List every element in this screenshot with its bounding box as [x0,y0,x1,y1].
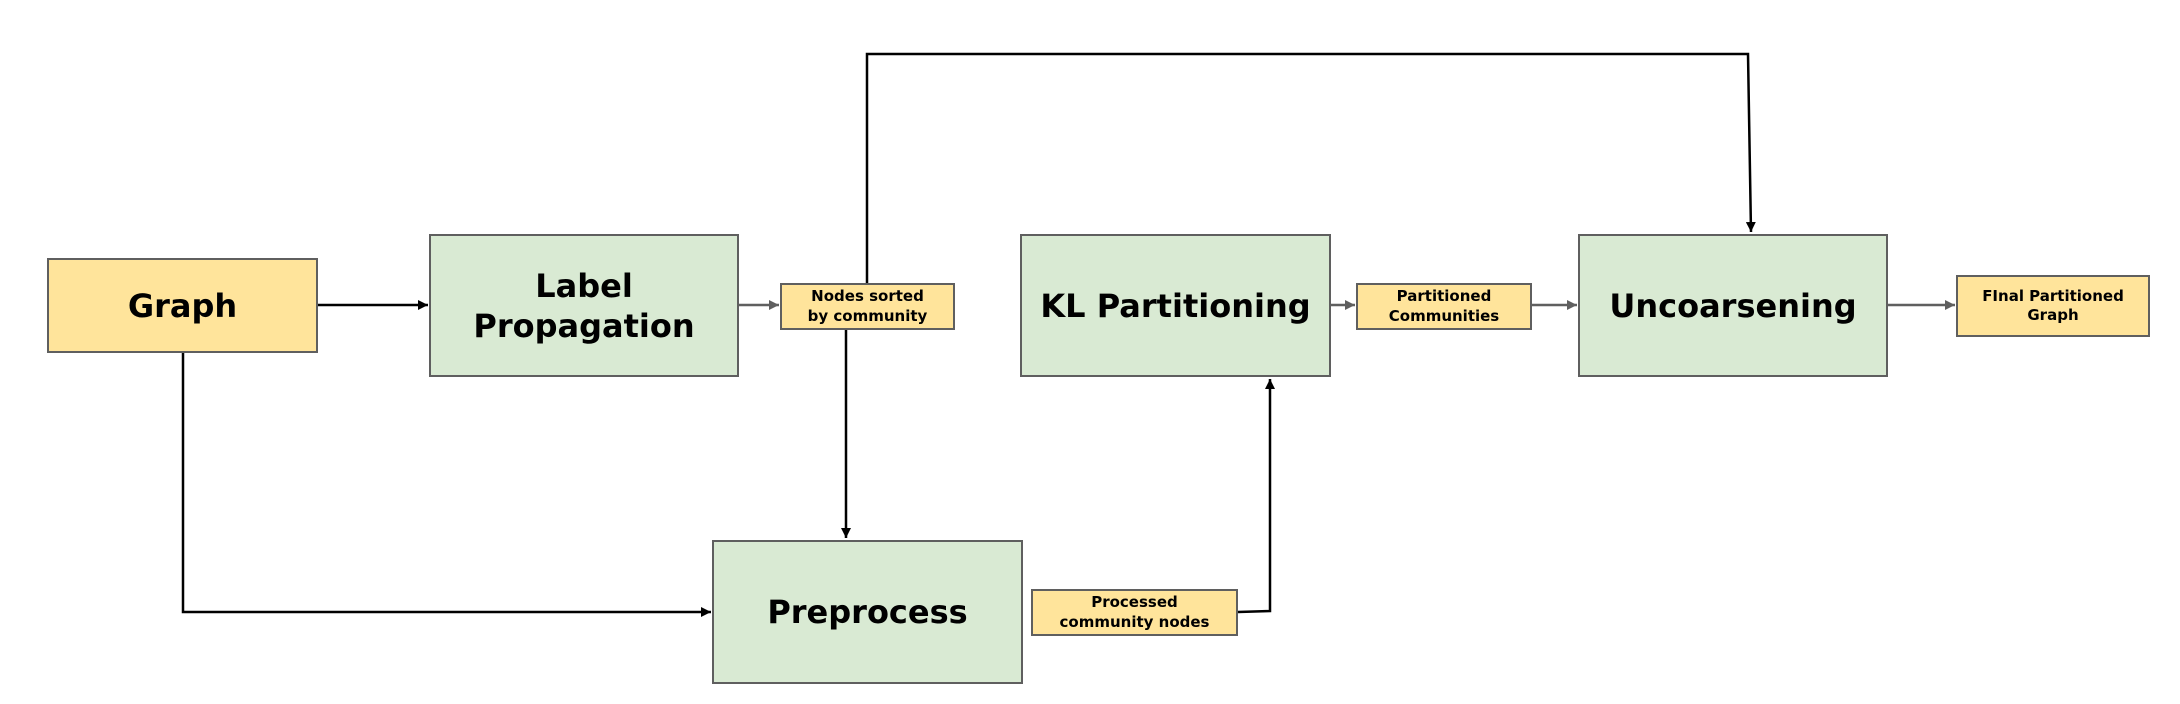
label-propagation-node: Label Propagation [429,234,739,377]
graph-node: Graph [47,258,318,353]
partitioned-communities-node: Partitioned Communities [1356,283,1532,330]
preprocess-node: Preprocess [712,540,1023,684]
uncoarsening-node: Uncoarsening [1578,234,1888,377]
processed-community-nodes-node: Processed community nodes [1031,589,1238,636]
edge-nodes-sorted-to-uncoarsening [865,52,1756,283]
nodes-sorted-node: Nodes sorted by community [780,283,955,330]
edge-processed-nodes-to-kl-partitioning [1237,379,1275,614]
kl-partitioning-node: KL Partitioning [1020,234,1331,377]
edge-graph-to-preprocess [181,353,711,617]
final-partitioned-graph-node: FInal Partitioned Graph [1956,275,2150,337]
